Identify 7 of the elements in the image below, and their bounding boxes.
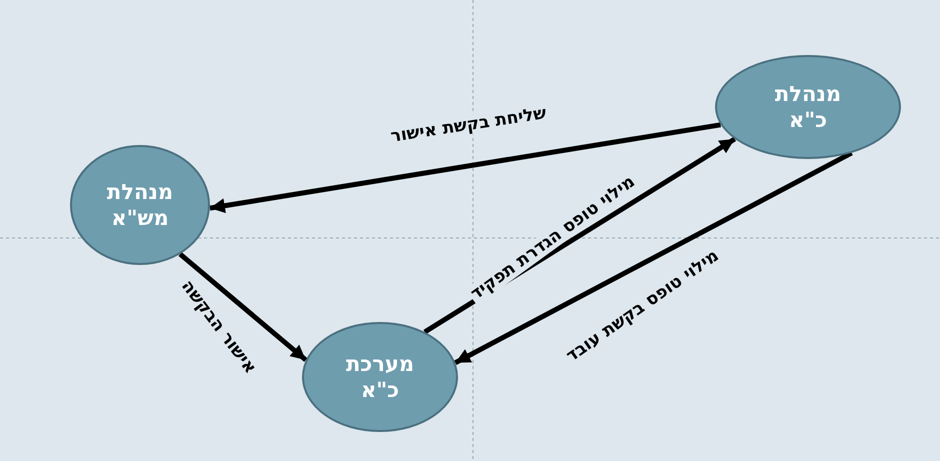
arrow (423, 136, 736, 334)
node-label: מערכת כ"א (344, 351, 416, 403)
arrow (454, 150, 853, 365)
arrow (210, 122, 722, 214)
arrow (178, 252, 308, 362)
node-label: מנהלת מש"א (106, 179, 174, 231)
node-label: מנהלת כ"א (774, 81, 842, 133)
